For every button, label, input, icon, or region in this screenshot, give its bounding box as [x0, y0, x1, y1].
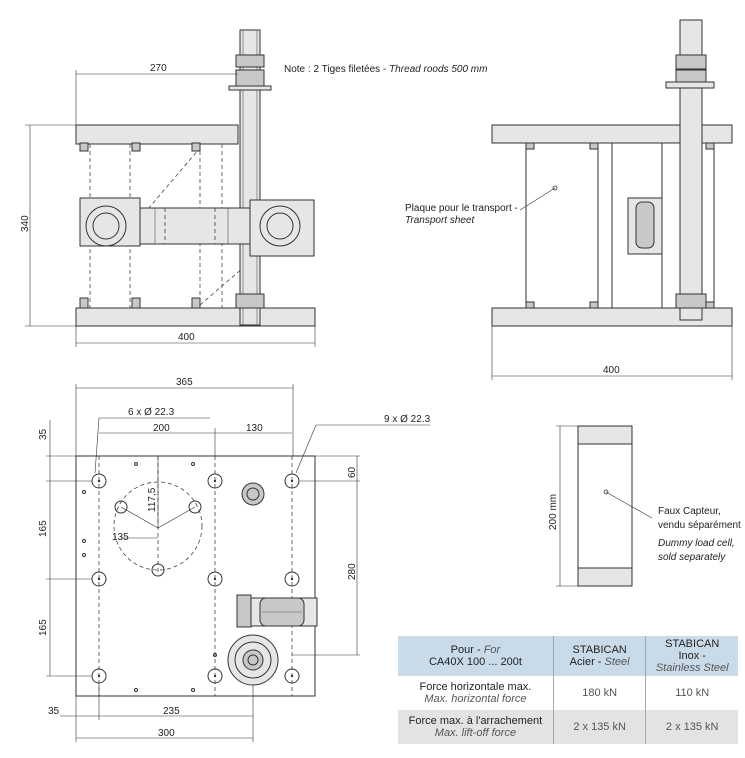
row-inox-value: 110 kN: [645, 676, 738, 710]
table-row: Force max. à l'arrachement Max. lift-off…: [398, 710, 738, 744]
top-load-cell-block: [236, 594, 252, 628]
front-right-mount: [249, 199, 315, 257]
rod-note: Note : 2 Tiges filetées - Thread roods 5…: [284, 64, 487, 75]
front-view: 270 340 400 Note : 2 Tiges filetées - Th…: [20, 29, 487, 347]
dummy-load-cell: 200 mm Faux Capteur, vendu séparément Du…: [548, 425, 741, 587]
front-load-cell: [139, 207, 251, 245]
top-plate-outline: [75, 455, 316, 697]
dummy-label-fr-2: vendu séparément: [658, 520, 741, 531]
dim-400-side: 400: [603, 365, 620, 376]
dummy-label-en-2: sold separately: [658, 552, 726, 563]
dim-270: 270: [150, 63, 167, 74]
transport-sheet-label-fr: Plaque pour le transport -: [405, 203, 518, 214]
dim-165-b: 165: [38, 619, 49, 636]
dim-365: 365: [176, 377, 193, 388]
dim-300: 300: [158, 728, 175, 739]
dim-130: 130: [246, 423, 263, 434]
dummy-label-en-1: Dummy load cell,: [658, 538, 735, 549]
side-threaded-rod: [679, 19, 703, 321]
dim-400-front: 400: [178, 332, 195, 343]
dim-60: 60: [347, 466, 358, 478]
holes-9-label: 9 x Ø 22.3: [384, 414, 431, 425]
row-label: Force max. à l'arrachement Max. lift-off…: [398, 710, 554, 744]
header-steel: STABICAN Acier - Steel: [552, 636, 646, 676]
header-model: Pour - For CA40X 100 ... 200t: [398, 636, 554, 676]
transport-sheet: [525, 142, 599, 309]
holes-6-label: 6 x Ø 22.3: [128, 407, 175, 418]
spec-table-header: Pour - For CA40X 100 ... 200t STABICAN A…: [398, 636, 738, 676]
spec-table: Pour - For CA40X 100 ... 200t STABICAN A…: [398, 636, 738, 744]
row-steel-value: 180 kN: [552, 676, 646, 710]
dim-280: 280: [347, 563, 358, 580]
front-bottom-plate: [75, 307, 316, 327]
load-cell-holes: [114, 500, 202, 577]
row-inox-value: 2 x 135 kN: [645, 710, 738, 744]
dim-117-5: 117,5: [147, 487, 158, 512]
dim-35-bottom: 35: [48, 706, 60, 717]
dim-235: 235: [163, 706, 180, 717]
transport-sheet-label-en: Transport sheet: [405, 215, 476, 226]
dim-135: 135: [112, 532, 129, 543]
top-view: 365 6 x Ø 22.3 200 130 9 x Ø 22.3 35 165…: [38, 377, 431, 742]
front-top-plate: [75, 124, 239, 145]
dim-35-top: 35: [38, 428, 49, 440]
side-view: Plaque pour le transport - Transport she…: [405, 19, 733, 380]
table-row: Force horizontale max. Max. horizontal f…: [398, 676, 738, 710]
dim-200: 200: [153, 423, 170, 434]
header-inox: STABICAN Inox - Stainless Steel: [645, 636, 738, 676]
dim-165-a: 165: [38, 520, 49, 537]
row-steel-value: 2 x 135 kN: [552, 710, 646, 744]
mounting-holes: [91, 473, 300, 684]
row-label: Force horizontale max. Max. horizontal f…: [398, 676, 554, 710]
dim-200mm: 200 mm: [548, 494, 559, 530]
dim-340: 340: [20, 215, 31, 232]
dummy-label-fr-1: Faux Capteur,: [658, 506, 721, 517]
